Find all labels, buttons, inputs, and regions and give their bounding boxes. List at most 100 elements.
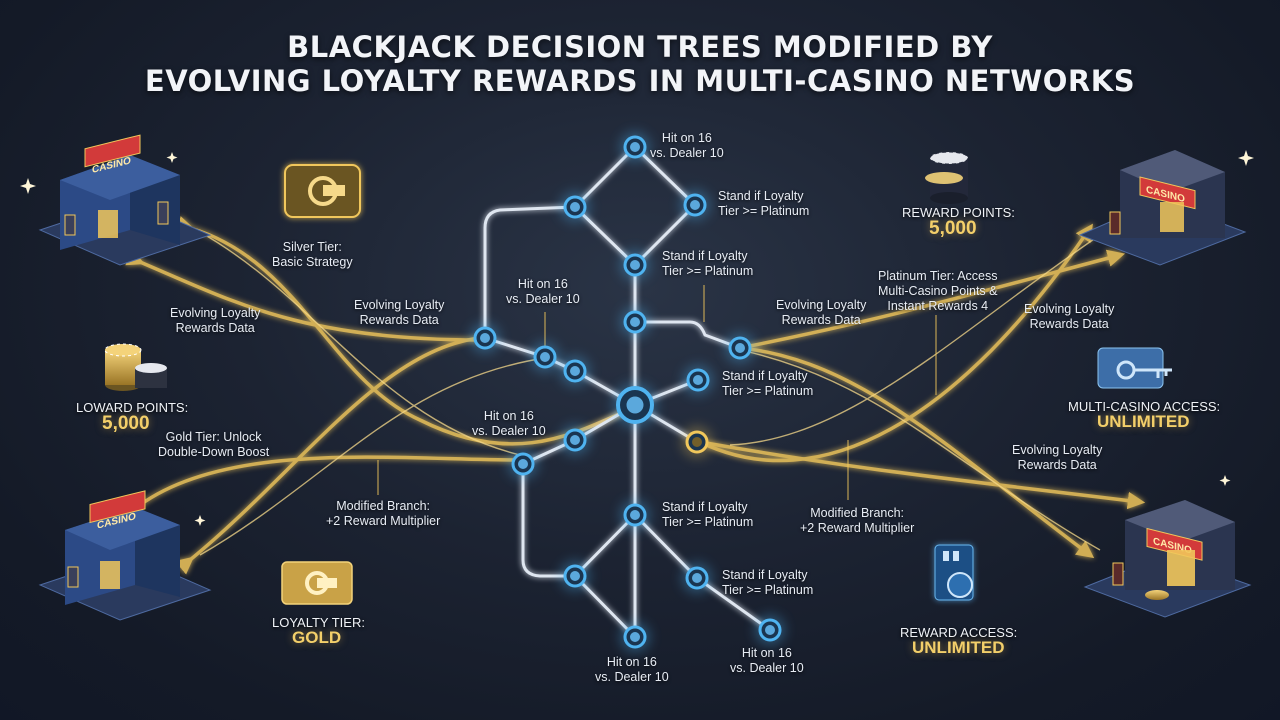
casino-sign-board (1139, 176, 1196, 210)
right-points-value: 5,000 (929, 218, 977, 239)
gold-flow-curve (125, 249, 481, 342)
right-points-caption: REWARD POINTS: (902, 205, 1015, 220)
node-core (692, 573, 702, 583)
branch (483, 205, 577, 340)
node-core (570, 366, 580, 376)
sparkle-icon (194, 515, 206, 526)
page-title-line-2: EVOLVING LOYALTY REWARDS IN MULTI-CASINO… (144, 64, 1136, 98)
casino-door (1160, 202, 1184, 232)
node-core (570, 571, 580, 581)
node-core (540, 352, 550, 362)
label-evolving-right-bottom: Evolving Loyalty Rewards Data (1012, 443, 1103, 472)
slot-machine (1109, 211, 1121, 235)
chip-stack (1145, 590, 1169, 600)
gold-flow-curve (739, 249, 1126, 350)
casino-building-bottom-left: CASINO (38, 490, 212, 621)
sparkle-icon (20, 178, 36, 194)
casino-sign-board (84, 134, 141, 168)
slot-machine (64, 214, 76, 236)
node-core (570, 435, 580, 445)
node-core (630, 260, 640, 270)
reward-access-value: UNLIMITED (912, 638, 1005, 657)
casino-door (100, 561, 120, 589)
node-core (765, 625, 775, 635)
node-core (735, 343, 745, 353)
label-mid-stand: Stand if Loyalty Tier >= Platinum (722, 369, 814, 398)
left-points-value: 5,000 (102, 413, 150, 434)
slot-machine (157, 201, 169, 225)
multi-access-caption: MULTI-CASINO ACCESS: (1068, 399, 1221, 414)
node-core (480, 333, 490, 343)
branch (483, 336, 637, 407)
sparkles (20, 150, 1254, 526)
node-core (693, 375, 703, 385)
gold-card-icon (281, 561, 353, 605)
label-evolving-left-top: Evolving Loyalty Rewards Data (170, 306, 261, 335)
key-card-icon (1097, 347, 1172, 389)
loyalty-tier-value: GOLD (292, 628, 342, 647)
chip-stack-left (104, 343, 167, 391)
loyalty-tier-caption: LOYALTY TIER: (272, 615, 365, 630)
node-core (570, 202, 580, 212)
tree-nodes (470, 132, 785, 652)
label-evolving-right-top: Evolving Loyalty Rewards Data (1024, 302, 1115, 331)
label-silver-tier: Silver Tier: Basic Strategy (272, 240, 353, 269)
multi-access-value: UNLIMITED (1097, 412, 1190, 431)
label-upper-stand: Stand if Loyalty Tier >= Platinum (662, 249, 754, 278)
label-modified-left: Modified Branch: +2 Reward Multiplier (326, 499, 441, 528)
page-title-line-1: BLACKJACK DECISION TREES MODIFIED BY (287, 30, 993, 64)
branch (633, 320, 742, 350)
casino-roof (65, 507, 180, 550)
label-gold-unlock: Gold Tier: Unlock Double-Down Boost (158, 430, 270, 459)
casino-building-top-left: CASINO (38, 134, 212, 266)
label-bottom-stand-right: Stand if Loyalty Tier >= Platinum (722, 568, 814, 597)
silver-tier-card-icon (284, 164, 361, 218)
casino-door (98, 210, 118, 238)
gold-flow-thin (199, 231, 1101, 556)
gold-flow-thin-curve (729, 234, 1101, 446)
label-bottom-hit-right: Hit on 16 vs. Dealer 10 (730, 646, 804, 675)
gold-flow-curve (699, 440, 1146, 510)
reward-access-icon (934, 544, 974, 601)
casino-door (1167, 550, 1195, 586)
reward-access-caption: REWARD ACCESS: (900, 625, 1018, 640)
node-core (690, 200, 700, 210)
casino-roof (60, 155, 180, 200)
casino-roof (1125, 500, 1235, 542)
node-core (692, 437, 702, 447)
label-center-left-hit: Hit on 16 vs. Dealer 10 (472, 409, 546, 438)
casino-building-top-right: CASINO (1078, 150, 1247, 266)
node-core (630, 632, 640, 642)
branch (573, 144, 698, 267)
sparkle-icon (1219, 475, 1231, 486)
label-platinum-access: Platinum Tier: Access Multi-Casino Point… (878, 269, 998, 313)
node-core (630, 142, 640, 152)
node-core (626, 396, 644, 414)
label-lower-stand: Stand if Loyalty Tier >= Platinum (662, 500, 754, 529)
label-top-hit: Hit on 16 vs. Dealer 10 (650, 131, 724, 160)
slot-machine (67, 566, 79, 588)
gold-flow-thin-curve (199, 231, 521, 456)
node-core (630, 510, 640, 520)
label-evolving-left-mid: Evolving Loyalty Rewards Data (354, 298, 445, 327)
left-points-caption: LOWARD POINTS: (76, 400, 189, 415)
sparkle-icon (166, 152, 178, 163)
sparkle-icon (1238, 150, 1254, 166)
gold-flow-curve (174, 336, 481, 575)
gold-flow-curve (739, 346, 1095, 559)
node-core (630, 317, 640, 327)
gold-flow-thin-curve (739, 349, 1101, 551)
chip-stack-right (925, 151, 969, 204)
gold-flow-curve (699, 223, 1093, 463)
slot-machine (1112, 562, 1124, 586)
casino-building-bottom-right: CASINO (1083, 500, 1252, 618)
label-bottom-hit-left: Hit on 16 vs. Dealer 10 (595, 655, 669, 684)
gold-flow-curve (124, 455, 521, 520)
label-top-stand-right: Stand if Loyalty Tier >= Platinum (718, 189, 810, 218)
branch (521, 403, 637, 639)
label-modified-right: Modified Branch: +2 Reward Multiplier (800, 506, 915, 535)
label-mid-left-hit: Hit on 16 vs. Dealer 10 (506, 277, 580, 306)
label-evolving-right-center: Evolving Loyalty Rewards Data (776, 298, 867, 327)
casino-sign-board (89, 490, 146, 524)
